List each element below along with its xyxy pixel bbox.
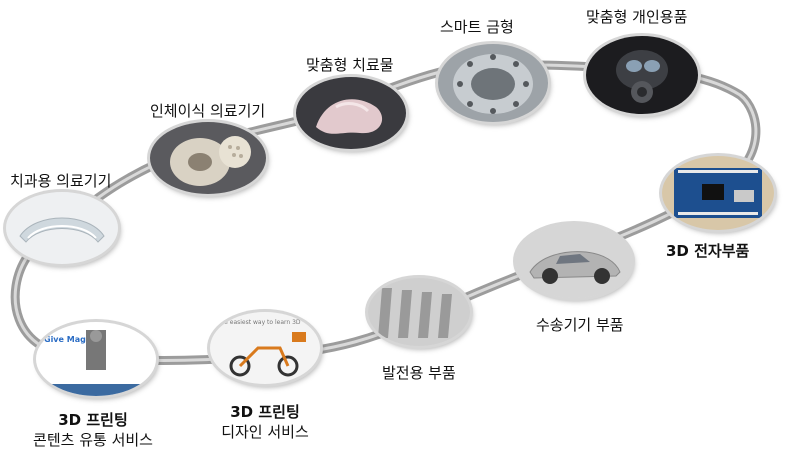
dental-aligner-image (6, 192, 118, 264)
label-design-service-line2: 디자인 서비스 (221, 423, 309, 441)
transport-car-image (516, 224, 632, 298)
label-power: 발전용 부품 (382, 364, 456, 382)
label-dental: 치과용 의료기기 (10, 172, 112, 190)
label-design-service: 3D 프린팅 디자인 서비스 (210, 402, 320, 442)
label-custom-treatment: 맞춤형 치료물 (306, 56, 394, 74)
label-transport: 수송기기 부품 (536, 316, 624, 334)
custom-treatment-image (296, 77, 406, 149)
label-implant: 인체이식 의료기기 (150, 102, 266, 120)
electronics-board-image (662, 156, 774, 230)
label-smart-mold: 스마트 금형 (440, 18, 514, 36)
label-content-service: 3D 프린팅 콘텐츠 유통 서비스 (18, 410, 168, 450)
label-design-service-line1: 3D 프린팅 (230, 403, 300, 421)
label-custom-personal: 맞춤형 개인용품 (586, 8, 688, 26)
smart-mold-image (438, 44, 548, 122)
label-content-service-line2: 콘텐츠 유통 서비스 (33, 431, 153, 449)
design-service-image: the easiest way to learn 3D (210, 312, 320, 384)
custom-personal-mask-image (586, 36, 698, 114)
label-content-service-line1: 3D 프린팅 (58, 411, 128, 429)
implant-skull-image (150, 122, 266, 194)
label-electronics: 3D 전자부품 (666, 242, 750, 260)
content-service-image: Give Magic! (36, 322, 156, 396)
power-part-image (368, 278, 470, 346)
content-thumb-title: Give Magic! (44, 335, 97, 344)
design-thumb-title: the easiest way to learn 3D (218, 319, 301, 326)
